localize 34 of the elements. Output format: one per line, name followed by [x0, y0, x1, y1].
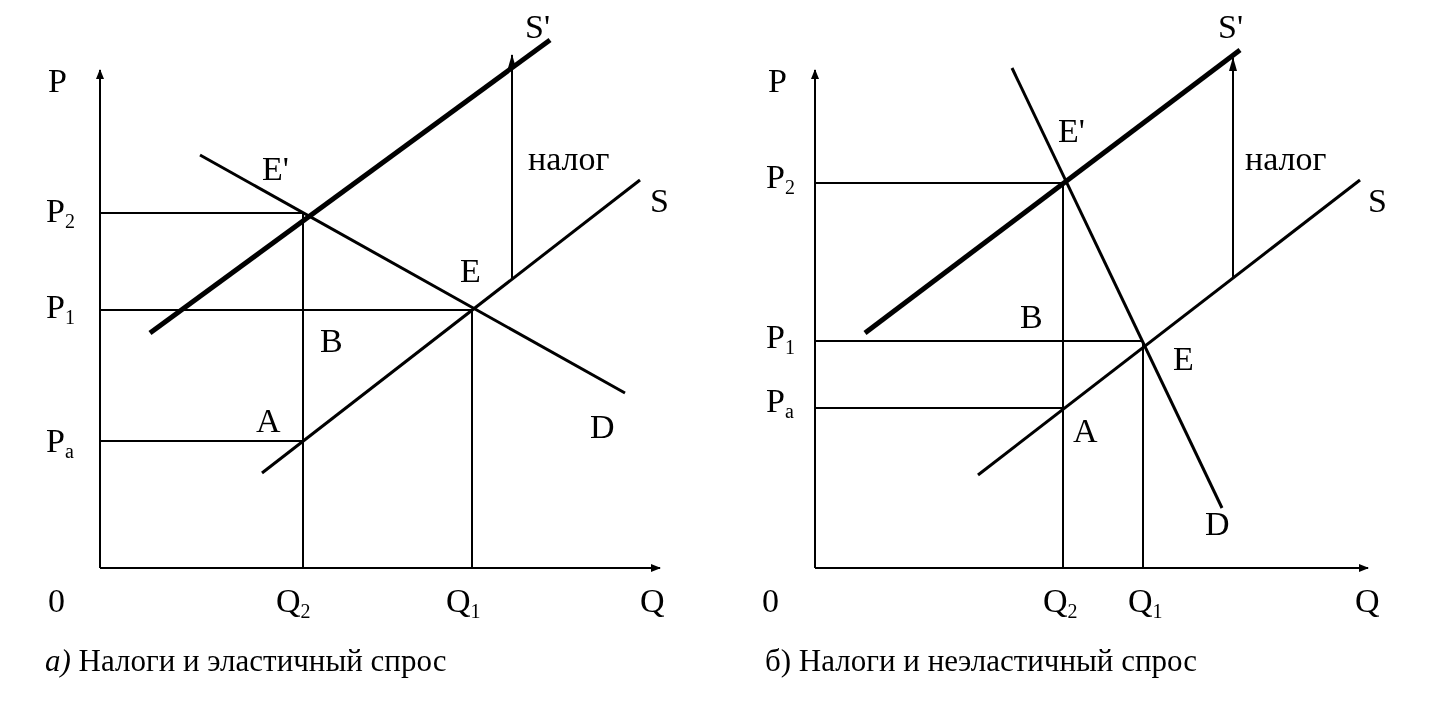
curve-label: S	[650, 182, 669, 220]
curve-label: D	[1205, 505, 1230, 543]
price-label: P$_{1}$	[46, 288, 75, 330]
caption: а) Налоги и эластичный спрос	[45, 642, 447, 680]
axis-label: Q	[640, 582, 665, 620]
curve-label: S	[1368, 182, 1387, 220]
price-label: P$_{1}$	[766, 318, 795, 360]
point-label: E'	[262, 150, 289, 188]
price-label: P$_{2}$	[46, 192, 75, 234]
axis-label: 0	[762, 582, 779, 620]
quantity-label: Q$_{2}$	[276, 582, 311, 624]
point-label: A	[1073, 412, 1098, 450]
axis-label: Q	[1355, 582, 1380, 620]
point-label: B	[320, 322, 343, 360]
price-label: P$_{a}$	[766, 382, 794, 424]
caption: б) Налоги и неэластичный спрос	[765, 642, 1198, 680]
point-label: A	[256, 402, 281, 440]
quantity-label: Q$_{1}$	[1128, 582, 1163, 624]
axis-label: 0	[48, 582, 65, 620]
axis-label: P	[768, 62, 787, 100]
curve-label: D	[590, 408, 615, 446]
curve-label: S'	[1218, 8, 1244, 46]
tax-label: налог	[528, 140, 610, 178]
price-label: P$_{a}$	[46, 422, 74, 464]
point-label: E	[460, 252, 481, 290]
point-label: B	[1020, 298, 1043, 336]
axis-label: P	[48, 62, 67, 100]
point-label: E	[1173, 340, 1194, 378]
quantity-label: Q$_{2}$	[1043, 582, 1078, 624]
quantity-label: Q$_{1}$	[446, 582, 481, 624]
tax-label: налог	[1245, 140, 1327, 178]
price-label: P$_{2}$	[766, 158, 795, 200]
curve-label: S'	[525, 8, 551, 46]
point-label: E'	[1058, 112, 1085, 150]
